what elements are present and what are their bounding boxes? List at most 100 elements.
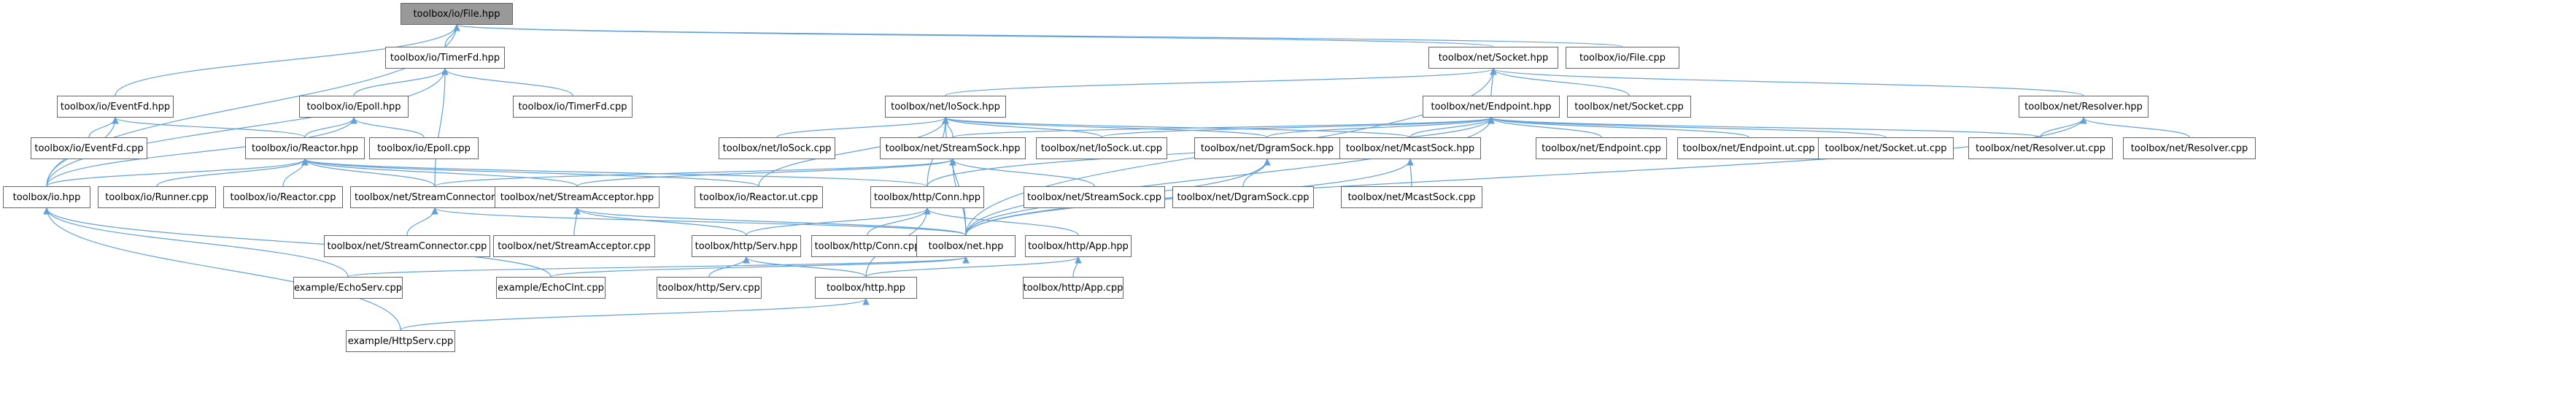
edge-io-hpp-to-reactor-hpp bbox=[46, 159, 309, 187]
edge-socket-hpp-to-file-hpp bbox=[454, 24, 1494, 47]
edge-iosock-ut-cpp-to-iosock-hpp bbox=[942, 117, 1102, 138]
node-http-hpp[interactable]: toolbox/http.hpp bbox=[815, 277, 917, 299]
node-echoclnt-cpp[interactable]: example/EchoClnt.cpp bbox=[496, 277, 606, 299]
node-streamacceptor-hpp[interactable]: toolbox/net/StreamAcceptor.hpp bbox=[495, 186, 660, 208]
node-endpoint-cpp[interactable]: toolbox/net/Endpoint.cpp bbox=[1536, 137, 1667, 159]
node-eventfd-cpp[interactable]: toolbox/io/EventFd.cpp bbox=[31, 137, 147, 159]
node-timerfd-hpp[interactable]: toolbox/io/TimerFd.hpp bbox=[385, 47, 505, 69]
node-file-cpp[interactable]: toolbox/io/File.cpp bbox=[1566, 47, 1679, 69]
edge-streamconnector-hpp-to-timerfd-hpp bbox=[434, 68, 449, 187]
edge-eventfd-hpp-to-file-hpp bbox=[115, 24, 460, 96]
edge-echoclnt-cpp-to-net-hpp bbox=[550, 256, 970, 278]
edge-net-hpp-to-resolver-hpp bbox=[965, 117, 2087, 236]
edge-mcastsock-hpp-to-iosock-hpp bbox=[942, 117, 1411, 138]
node-streamsock-cpp[interactable]: toolbox/net/StreamSock.cpp bbox=[1024, 186, 1165, 208]
node-streamconnector-cpp[interactable]: toolbox/net/StreamConnector.cpp bbox=[324, 235, 490, 257]
node-mcastsock-cpp[interactable]: toolbox/net/McastSock.cpp bbox=[1341, 186, 1482, 208]
edge-reactor-hpp-to-eventfd-hpp bbox=[112, 117, 306, 138]
node-io-hpp[interactable]: toolbox/io.hpp bbox=[3, 186, 90, 208]
edge-reactor-ut-cpp-to-reactor-hpp bbox=[301, 159, 759, 187]
node-epoll-hpp[interactable]: toolbox/io/Epoll.hpp bbox=[299, 96, 409, 118]
node-reactor-ut-cpp[interactable]: toolbox/io/Reactor.ut.cpp bbox=[695, 186, 823, 208]
edge-endpoint-cpp-to-endpoint-hpp bbox=[1488, 117, 1602, 138]
node-resolver-ut-cpp[interactable]: toolbox/net/Resolver.ut.cpp bbox=[1968, 137, 2113, 159]
edge-streamconnector-hpp-to-streamsock-hpp bbox=[434, 159, 956, 187]
node-epoll-cpp[interactable]: toolbox/io/Epoll.cpp bbox=[369, 137, 479, 159]
node-endpoint-hpp[interactable]: toolbox/net/Endpoint.hpp bbox=[1423, 96, 1560, 118]
node-eventfd-hpp[interactable]: toolbox/io/EventFd.hpp bbox=[57, 96, 174, 118]
edge-streamsock-cpp-to-streamsock-hpp bbox=[949, 159, 1095, 187]
node-resolver-cpp[interactable]: toolbox/net/Resolver.cpp bbox=[2123, 137, 2256, 159]
edge-net-hpp-to-iosock-hpp bbox=[942, 117, 967, 236]
edge-resolver-ut-cpp-to-endpoint-hpp bbox=[1488, 117, 2041, 138]
node-dgramsock-hpp[interactable]: toolbox/net/DgramSock.hpp bbox=[1194, 137, 1340, 159]
node-net-hpp[interactable]: toolbox/net.hpp bbox=[916, 235, 1016, 257]
edge-io-hpp-to-epoll-hpp bbox=[46, 117, 357, 187]
node-resolver-hpp[interactable]: toolbox/net/Resolver.hpp bbox=[2019, 96, 2148, 118]
node-iosock-ut-cpp[interactable]: toolbox/net/IoSock.ut.cpp bbox=[1036, 137, 1167, 159]
edge-net-hpp-to-streamconnector-hpp bbox=[431, 207, 967, 236]
edge-streamacceptor-cpp-to-streamacceptor-hpp bbox=[573, 207, 581, 236]
edge-runner-cpp-to-reactor-hpp bbox=[156, 159, 309, 187]
edge-http-hpp-to-app-hpp bbox=[865, 256, 1082, 278]
node-dgramsock-cpp[interactable]: toolbox/net/DgramSock.cpp bbox=[1172, 186, 1314, 208]
node-timerfd-cpp[interactable]: toolbox/io/TimerFd.cpp bbox=[513, 96, 633, 118]
edge-iosock-cpp-to-iosock-hpp bbox=[776, 117, 949, 138]
node-runner-cpp[interactable]: toolbox/io/Runner.cpp bbox=[98, 186, 216, 208]
edge-streamacceptor-hpp-to-reactor-hpp bbox=[301, 159, 578, 187]
node-streamconnector-hpp[interactable]: toolbox/net/StreamConnector.hpp bbox=[350, 186, 519, 208]
node-serv-hpp[interactable]: toolbox/http/Serv.hpp bbox=[692, 235, 801, 257]
edge-http-hpp-to-serv-hpp bbox=[743, 256, 867, 278]
edge-resolver-hpp-to-socket-hpp bbox=[1490, 68, 2084, 96]
edge-httpserv-cpp-to-http-hpp bbox=[400, 298, 870, 331]
node-socket-cpp[interactable]: toolbox/net/Socket.cpp bbox=[1567, 96, 1691, 118]
edge-serv-hpp-to-streamacceptor-hpp bbox=[573, 207, 747, 236]
node-streamacceptor-cpp[interactable]: toolbox/net/StreamAcceptor.cpp bbox=[493, 235, 655, 257]
edge-echoserv-cpp-to-io-hpp bbox=[43, 207, 349, 278]
edge-resolver-cpp-to-resolver-hpp bbox=[2080, 117, 2190, 138]
edge-streamsock-hpp-to-endpoint-hpp bbox=[952, 117, 1495, 138]
node-socket-ut-cpp[interactable]: toolbox/net/Socket.ut.cpp bbox=[1818, 137, 1954, 159]
node-echoserv-cpp[interactable]: example/EchoServ.cpp bbox=[293, 277, 403, 299]
node-streamsock-hpp[interactable]: toolbox/net/StreamSock.hpp bbox=[880, 137, 1026, 159]
edge-eventfd-cpp-to-eventfd-hpp bbox=[88, 117, 119, 138]
node-iosock-hpp[interactable]: toolbox/net/IoSock.hpp bbox=[885, 96, 1006, 118]
edge-httpserv-cpp-to-io-hpp bbox=[43, 207, 401, 331]
edge-reactor-hpp-to-epoll-hpp bbox=[304, 117, 357, 138]
node-socket-hpp[interactable]: toolbox/net/Socket.hpp bbox=[1428, 47, 1558, 69]
edge-streamconnector-cpp-to-streamconnector-hpp bbox=[406, 207, 438, 236]
edge-echoserv-cpp-to-net-hpp bbox=[347, 256, 970, 278]
edge-app-hpp-to-conn-hpp bbox=[924, 207, 1079, 236]
node-app-cpp[interactable]: toolbox/http/App.cpp bbox=[1023, 277, 1123, 299]
edge-endpoint-ut-cpp-to-endpoint-hpp bbox=[1488, 117, 1749, 138]
node-conn-cpp[interactable]: toolbox/http/Conn.cpp bbox=[811, 235, 924, 257]
edge-epoll-hpp-to-timerfd-hpp bbox=[353, 68, 449, 96]
edge-streamacceptor-hpp-to-streamsock-hpp bbox=[576, 159, 956, 187]
edge-conn-hpp-to-reactor-hpp bbox=[301, 159, 928, 187]
node-endpoint-ut-cpp[interactable]: toolbox/net/Endpoint.ut.cpp bbox=[1677, 137, 1820, 159]
node-serv-cpp[interactable]: toolbox/http/Serv.cpp bbox=[657, 277, 762, 299]
node-iosock-cpp[interactable]: toolbox/net/IoSock.cpp bbox=[719, 137, 835, 159]
edge-socket-cpp-to-socket-hpp bbox=[1490, 68, 1630, 96]
edge-io-hpp-to-timerfd-hpp bbox=[46, 68, 449, 187]
edge-timerfd-cpp-to-timerfd-hpp bbox=[441, 68, 573, 96]
edge-serv-hpp-to-conn-hpp bbox=[746, 207, 931, 236]
edge-reactor-ut-cpp-to-iosock-hpp bbox=[758, 117, 949, 187]
edge-conn-cpp-to-conn-hpp bbox=[867, 207, 931, 236]
edge-iosock-ut-cpp-to-endpoint-hpp bbox=[1101, 117, 1495, 138]
edge-app-cpp-to-app-hpp bbox=[1072, 256, 1082, 278]
edge-socket-ut-cpp-to-endpoint-hpp bbox=[1488, 117, 1887, 138]
edge-dgramsock-hpp-to-endpoint-hpp bbox=[1266, 117, 1495, 138]
edge-echoclnt-cpp-to-io-hpp bbox=[43, 207, 552, 278]
node-reactor-cpp[interactable]: toolbox/io/Reactor.cpp bbox=[223, 186, 343, 208]
node-mcastsock-hpp[interactable]: toolbox/net/McastSock.hpp bbox=[1339, 137, 1481, 159]
node-app-hpp[interactable]: toolbox/http/App.hpp bbox=[1025, 235, 1132, 257]
node-conn-hpp[interactable]: toolbox/http/Conn.hpp bbox=[870, 186, 984, 208]
edge-net-hpp-to-endpoint-hpp bbox=[965, 117, 1495, 236]
edge-dgramsock-hpp-to-iosock-hpp bbox=[942, 117, 1268, 138]
edge-epoll-cpp-to-epoll-hpp bbox=[350, 117, 425, 138]
node-reactor-hpp[interactable]: toolbox/io/Reactor.hpp bbox=[245, 137, 365, 159]
node-file-hpp[interactable]: toolbox/io/File.hpp bbox=[401, 3, 513, 25]
node-httpserv-cpp[interactable]: example/HttpServ.cpp bbox=[346, 330, 455, 352]
